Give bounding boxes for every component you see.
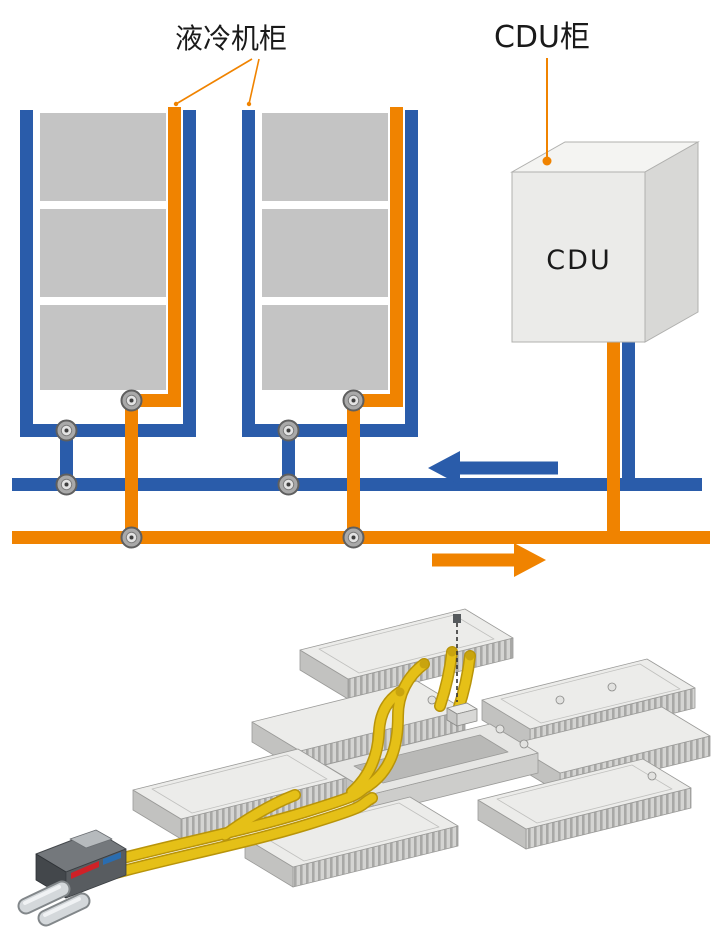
server-block bbox=[40, 305, 166, 390]
coolant-tube bbox=[220, 790, 300, 840]
cabinet-2-blocks bbox=[262, 113, 388, 390]
coolant-tube bbox=[347, 687, 405, 797]
server-module bbox=[477, 758, 692, 850]
cabinet-1-blocks bbox=[40, 113, 166, 390]
leader-lines bbox=[173, 58, 552, 166]
insertion-guide bbox=[446, 614, 478, 727]
assembly-illustration bbox=[17, 608, 711, 927]
valve-icon bbox=[55, 419, 78, 442]
valve-icon bbox=[120, 389, 143, 412]
server-block bbox=[40, 113, 166, 201]
valve-icon bbox=[55, 473, 78, 496]
valve-icon bbox=[277, 419, 300, 442]
flow-arrow-right-icon bbox=[432, 543, 546, 577]
server-block bbox=[262, 113, 388, 201]
connector-port-icon bbox=[17, 880, 71, 915]
coolant-tube bbox=[103, 781, 373, 867]
schematic-section: CDU 液冷机柜 CDU柜 bbox=[12, 20, 710, 577]
leader-line-cabinet-2 bbox=[248, 58, 260, 105]
leader-dot-cdu bbox=[542, 156, 552, 166]
cdu-box: CDU bbox=[510, 141, 700, 343]
server-block bbox=[262, 305, 388, 390]
valve-icon bbox=[342, 526, 365, 549]
server-block bbox=[40, 209, 166, 297]
valve-icon bbox=[342, 389, 365, 412]
server-module bbox=[244, 796, 459, 888]
label-cdu-cabinet: CDU柜 bbox=[494, 20, 590, 55]
cdu-orange-riser bbox=[607, 342, 620, 544]
coolant-tube bbox=[435, 647, 457, 711]
cdu-blue-riser bbox=[622, 342, 635, 491]
valve-icon bbox=[120, 526, 143, 549]
insertion-plug bbox=[453, 614, 461, 623]
connector-red-stripe bbox=[71, 861, 99, 879]
label-liquid-cooling-cabinet: 液冷机柜 bbox=[175, 22, 287, 55]
quick-fitting bbox=[446, 702, 478, 727]
flow-arrow-left-icon bbox=[428, 451, 558, 485]
connector-port-icon bbox=[37, 892, 91, 927]
coolant-tube bbox=[363, 659, 429, 791]
connector-blue-stripe bbox=[103, 852, 121, 865]
coolant-tube bbox=[107, 793, 377, 879]
quick-connector bbox=[17, 829, 127, 927]
valve-icon bbox=[277, 473, 300, 496]
leader-line-cabinet-1 bbox=[175, 58, 253, 105]
server-block bbox=[262, 209, 388, 297]
valves bbox=[55, 389, 365, 549]
cdu-box-label: CDU bbox=[546, 245, 611, 276]
